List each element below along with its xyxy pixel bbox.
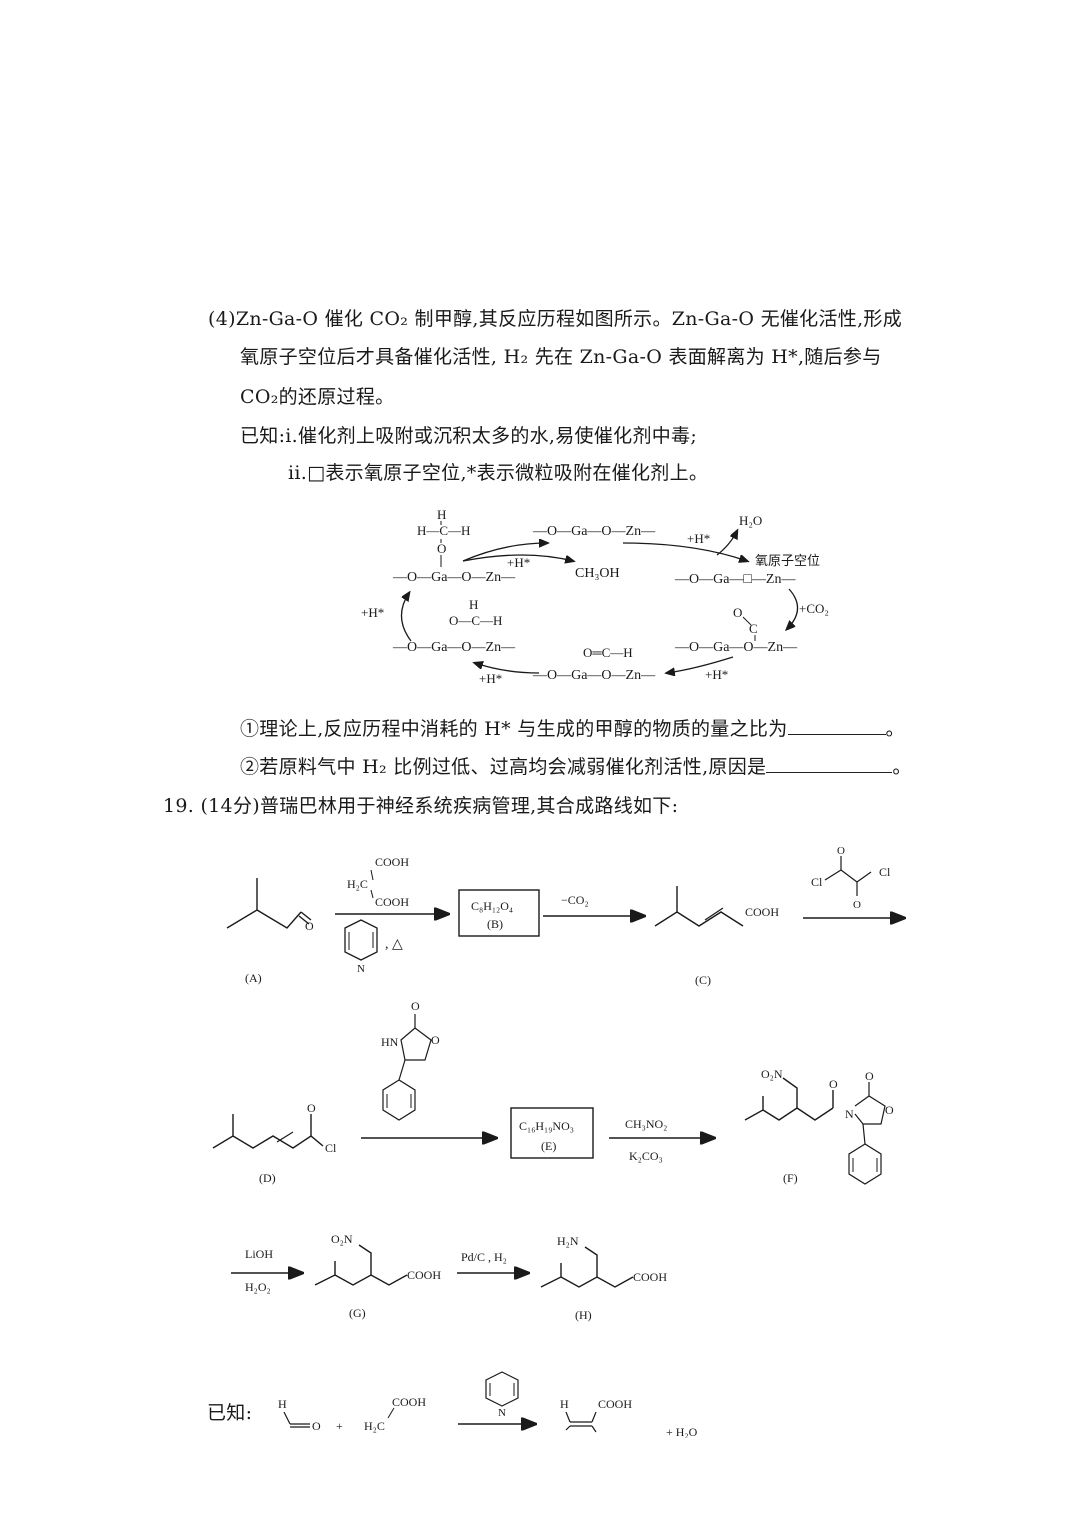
- reagent-h-left: +H*: [361, 605, 384, 620]
- bm-o-c-h: O═C—H: [583, 645, 633, 660]
- oxalyl-cl-left: Cl: [811, 875, 823, 889]
- known-malonic-h2c: H₂C: [364, 1419, 385, 1433]
- oxaz-hn: HN: [381, 1035, 399, 1049]
- box-e: [510, 1107, 594, 1159]
- label-d: (D): [259, 1171, 276, 1185]
- oxalyl-cl-right: Cl: [879, 865, 891, 879]
- label-a: (A): [245, 971, 262, 985]
- part4-line3: CO₂的还原过程。: [240, 386, 395, 408]
- reagent-pdc-h2: Pd/C , H₂: [461, 1250, 507, 1264]
- formula-b: C₈H₁₂O₄: [471, 899, 513, 913]
- f-o-carbonyl: O: [829, 1077, 838, 1091]
- catalytic-cycle-diagram: H H—C—H O —O—Ga—O—Zn— —O—Ga—O—Zn— +H* CH…: [361, 507, 829, 686]
- g-cooh: COOH: [407, 1268, 441, 1282]
- l-h: H: [469, 597, 478, 612]
- d-oxygen: O: [307, 1101, 316, 1115]
- known-malonic-cooh: COOH: [392, 1395, 426, 1409]
- vacancy-species: —O—Ga—□—Zn—: [674, 572, 796, 587]
- reagent-h-bottom-left: +H*: [479, 671, 502, 686]
- reagent-h-top: +H*: [507, 555, 530, 570]
- oxaz-o-ring: O: [431, 1033, 440, 1047]
- part4-line1: (4)Zn-Ga-O 催化 CO₂ 制甲醇,其反应历程如图所示。Zn-Ga-O …: [208, 308, 903, 330]
- label-c: (C): [695, 973, 711, 987]
- answer-blank-2[interactable]: [766, 771, 893, 773]
- f-n: N: [845, 1107, 854, 1121]
- h-cooh: COOH: [633, 1270, 667, 1284]
- answer-blank-1[interactable]: [787, 733, 886, 735]
- reagent-co2: +CO₂: [799, 601, 829, 616]
- known-i: 已知:i.催化剂上吸附或沉积太多的水,易使催化剂中毒;: [240, 425, 698, 447]
- methanol-product: CH₃OH: [575, 566, 620, 581]
- synthesis-row-2: O Cl (D) O HN O C₁₆H₁₉NO₃ (E) CH₃NO₂ K₂C…: [212, 999, 894, 1185]
- reagent-h-bottom-right: +H*: [705, 667, 728, 682]
- known-plus-water: + H₂O: [666, 1425, 698, 1438]
- known-plus: +: [336, 1419, 343, 1433]
- left-species: —O—Ga—O—Zn—: [392, 640, 516, 655]
- known-ii: ii.□表示氧原子空位,*表示微粒吸附在催化剂上。: [288, 462, 709, 484]
- synthesis-row-3: LiOH H₂O₂ O₂N COOH (G) Pd/C , H₂ H₂N COO…: [231, 1232, 667, 1322]
- tl-hch: H—C—H: [417, 523, 470, 538]
- reagent-ch3no2: CH₃NO₂: [625, 1117, 667, 1131]
- known-product-cooh: COOH: [598, 1397, 632, 1411]
- reagent-k2co3: K₂CO₃: [629, 1149, 663, 1163]
- oxalyl-o-top: O: [837, 845, 845, 857]
- heat-symbol: , △: [385, 937, 403, 952]
- question-1: ①理论上,反应历程中消耗的 H* 与生成的甲醇的物质的量之比为。: [240, 718, 905, 740]
- water-product: H₂O: [739, 513, 762, 528]
- pyridine-n: N: [357, 963, 365, 975]
- r-o-top: O: [733, 605, 742, 620]
- q19-header: 19. (14分)普瑞巴林用于神经系统疾病管理,其合成路线如下:: [163, 795, 679, 817]
- f-o2n: O₂N: [761, 1067, 783, 1081]
- synthesis-row-1: O (A) COOH H₂C COOH N , △ C₈H₁₂O₄ (B) −C…: [226, 845, 915, 987]
- malonic-cooh-top: COOH: [375, 855, 409, 869]
- oxaz-o-top: O: [411, 999, 420, 1013]
- reagent-h2o2: H₂O₂: [245, 1280, 271, 1294]
- f-o-ring: O: [885, 1103, 894, 1117]
- label-g: (G): [349, 1306, 366, 1320]
- known-reaction: H O + H₂C COOH N H COOH + H₂O: [278, 1371, 698, 1438]
- tl-h-top: H: [437, 507, 446, 522]
- known-pyridine-n: N: [498, 1407, 506, 1419]
- label-e: (E): [541, 1139, 556, 1153]
- tl-o: O: [437, 541, 446, 556]
- known-product-h: H: [560, 1397, 569, 1411]
- h-h2n: H₂N: [557, 1234, 579, 1248]
- label-f: (F): [783, 1171, 798, 1185]
- reagent-h-top-right: +H*: [687, 531, 710, 546]
- d-cl: Cl: [325, 1141, 337, 1155]
- malonic-h2c: H₂C: [347, 877, 368, 891]
- minus-co2: −CO₂: [561, 893, 589, 907]
- reagent-lioh: LiOH: [245, 1247, 273, 1261]
- part4-line2: 氧原子空位后才具备催化活性, H₂ 先在 Zn-Ga-O 表面解离为 H*,随后…: [240, 346, 882, 368]
- c-cooh: COOH: [745, 905, 779, 919]
- tl-species: —O—Ga—O—Zn—: [392, 570, 516, 585]
- a-oxygen: O: [305, 919, 314, 933]
- right-species: —O—Ga—O—Zn—: [674, 640, 798, 655]
- tm-species: —O—Ga—O—Zn—: [532, 524, 656, 539]
- r-c: C: [749, 621, 758, 636]
- vacancy-label: 氧原子空位: [755, 553, 820, 568]
- g-o2n: O₂N: [331, 1232, 353, 1246]
- malonic-cooh-bottom: COOH: [375, 895, 409, 909]
- label-b: (B): [487, 917, 503, 931]
- known-label: 已知:: [207, 1402, 253, 1424]
- f-o-top: O: [865, 1069, 874, 1083]
- l-o-c-h: O—C—H: [449, 613, 502, 628]
- formula-e: C₁₆H₁₉NO₃: [519, 1119, 574, 1133]
- label-h: (H): [575, 1308, 592, 1322]
- known-aldehyde-o: O: [312, 1419, 321, 1433]
- oxalyl-o-bottom: O: [853, 899, 861, 911]
- known-aldehyde-h: H: [278, 1397, 287, 1411]
- question-2: ②若原料气中 H₂ 比例过低、过高均会减弱催化剂活性,原因是。: [240, 756, 912, 778]
- bm-species: —O—Ga—O—Zn—: [532, 668, 656, 683]
- box-b: [458, 889, 540, 937]
